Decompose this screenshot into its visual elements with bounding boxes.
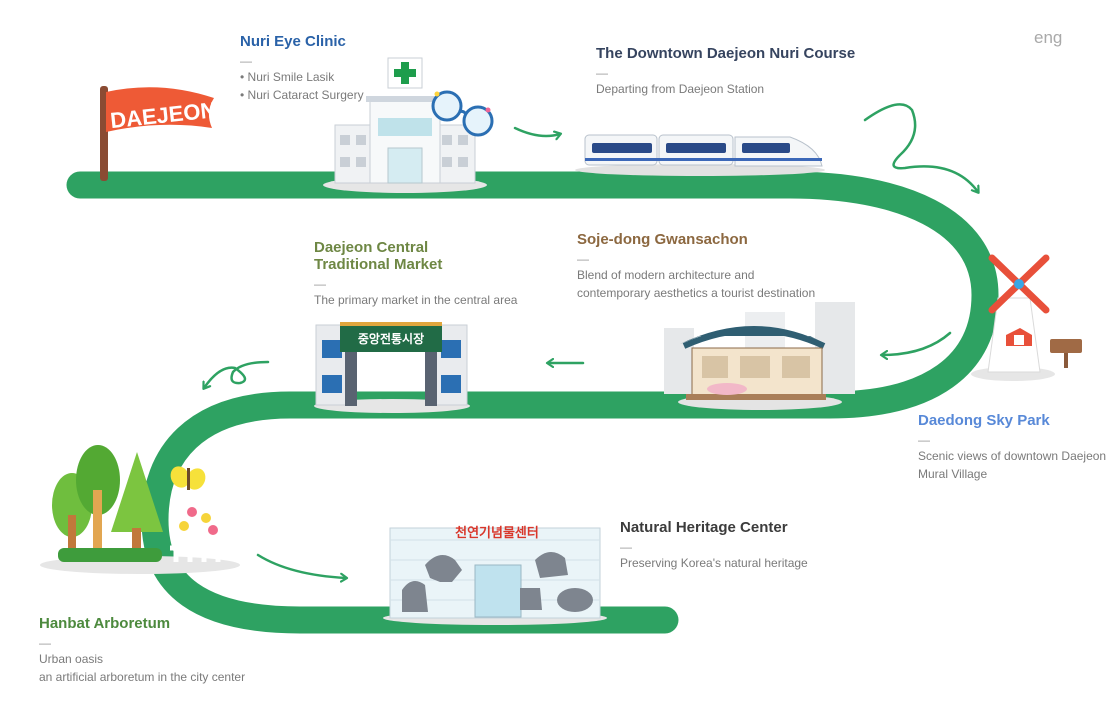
stop-title: Hanbat Arboretum (39, 615, 171, 632)
stop-title: Nuri Eye Clinic (240, 33, 346, 50)
arboretum-illustration (40, 445, 240, 574)
stop-line: Mural Village (918, 467, 988, 481)
butterfly-icon (170, 466, 206, 490)
daejeon-flag: DAEJEON (100, 86, 217, 181)
stop-line: Departing from Daejeon Station (596, 82, 765, 96)
windmill-illustration (971, 254, 1082, 381)
market-sign: 중앙전통시장 (358, 331, 424, 346)
stop-dash: — (620, 540, 632, 554)
stop-eye-clinic[interactable]: Nuri Eye Clinic — • Nuri Smile Lasik • N… (240, 33, 364, 104)
stop-sky-park[interactable]: Daedong Sky Park — Scenic views of downt… (918, 412, 1106, 483)
stop-soje-dong[interactable]: Soje-dong Gwansachon — Blend of modern a… (577, 231, 815, 302)
arrow-icon (204, 360, 270, 388)
arrow-icon (882, 331, 952, 355)
arrow-icon (863, 103, 978, 192)
stop-dash: — (918, 433, 930, 447)
stop-title: Soje-dong Gwansachon (577, 231, 748, 248)
stop-title: Daejeon Central (314, 239, 429, 256)
stop-line: an artificial arboretum in the city cent… (39, 670, 246, 684)
stop-dash: — (596, 66, 608, 80)
stop-line: The primary market in the central area (314, 293, 518, 307)
stop-line: Urban oasis (39, 652, 104, 666)
train-illustration (575, 134, 825, 176)
stop-title: Traditional Market (314, 256, 443, 273)
glasses-icon (431, 90, 494, 137)
stop-line: Preserving Korea's natural heritage (620, 556, 808, 570)
market-gate-illustration: 중앙전통시장 (314, 322, 470, 413)
stop-title: The Downtown Daejeon Nuri Course (596, 45, 856, 62)
stop-line: Blend of modern architecture and (577, 268, 755, 282)
stop-title: Natural Heritage Center (620, 519, 788, 536)
heritage-sign: 천연기념물센터 (455, 525, 539, 541)
stop-title: Daedong Sky Park (918, 412, 1050, 429)
stop-heritage-center[interactable]: Natural Heritage Center — Preserving Kor… (620, 519, 808, 572)
stop-line: Scenic views of downtown Daejeon (918, 449, 1107, 463)
arrow-icon (256, 553, 346, 578)
eye-clinic-illustration (323, 57, 487, 193)
stop-dash: — (314, 277, 326, 291)
stop-central-market[interactable]: Daejeon Central Traditional Market — The… (314, 239, 517, 309)
stop-dash: — (39, 636, 51, 650)
stop-arboretum[interactable]: Hanbat Arboretum — Urban oasis an artifi… (39, 615, 245, 686)
language-toggle[interactable]: eng (1034, 28, 1063, 47)
stop-line: contemporary aesthetics a tourist destin… (577, 286, 816, 300)
heritage-center-illustration: 천연기념물센터 (383, 525, 607, 625)
stop-dash: — (577, 252, 589, 266)
stop-line: • Nuri Cataract Surgery (240, 88, 364, 102)
stop-line: • Nuri Smile Lasik (240, 70, 335, 84)
arrow-icon (513, 126, 560, 136)
stop-course[interactable]: The Downtown Daejeon Nuri Course — Depar… (596, 45, 855, 98)
stop-dash: — (240, 54, 252, 68)
gwansachon-illustration (664, 302, 855, 410)
